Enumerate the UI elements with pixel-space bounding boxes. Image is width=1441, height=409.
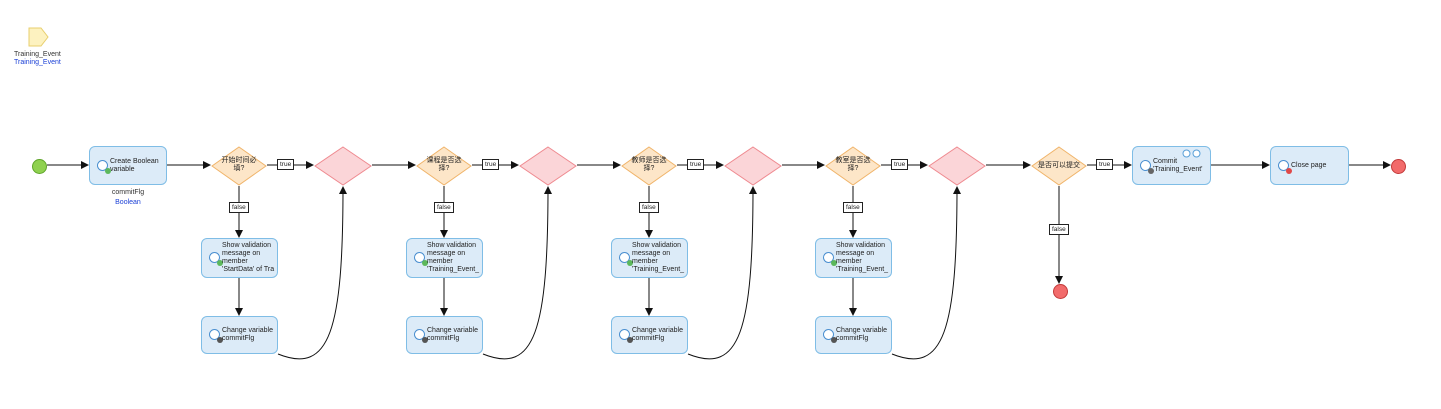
flow-change-to-merge xyxy=(482,186,552,360)
commit-icon xyxy=(1140,159,1154,174)
validation-icon xyxy=(823,252,837,266)
show-validation-activity[interactable]: Show validation message on member 'Train… xyxy=(611,238,688,278)
variable-type: Boolean xyxy=(115,199,141,206)
decision-label: 开始时间必 填? xyxy=(221,157,257,172)
activity-text: Close page xyxy=(1291,161,1327,169)
validation-icon xyxy=(619,252,633,266)
decision-diamond xyxy=(1031,146,1087,186)
change-variable-icon xyxy=(619,329,633,343)
decision-label: 教室是否选 择? xyxy=(835,157,871,172)
change-variable-icon xyxy=(209,329,223,343)
activity-text: Show validation message on member 'Train… xyxy=(836,242,889,273)
change-variable-activity[interactable]: Change variable commitFlg xyxy=(201,316,278,354)
parameter-type: Training_Event xyxy=(14,59,61,66)
false-label: false xyxy=(229,202,249,213)
start-event[interactable] xyxy=(32,159,47,174)
decision-label: 教师是否选 择? xyxy=(631,157,667,172)
activity-text: Commit 'Training_Event' xyxy=(1153,157,1203,173)
activity-text: Change variable commitFlg xyxy=(427,327,478,342)
merge[interactable] xyxy=(724,146,782,186)
merge[interactable] xyxy=(519,146,577,186)
variable-name: commitFlg xyxy=(111,189,145,196)
false-label: false xyxy=(1049,224,1069,235)
event-refresh-icon xyxy=(1182,149,1201,158)
merge-diamond xyxy=(314,146,372,186)
decision-label: 课程是否选 择? xyxy=(426,157,462,172)
end-event[interactable] xyxy=(1391,159,1406,174)
merge-diamond xyxy=(519,146,577,186)
show-validation-activity[interactable]: Show validation message on member 'Train… xyxy=(815,238,892,278)
activity-text: Create Boolean variable xyxy=(110,157,159,173)
activity-text: Change variable commitFlg xyxy=(222,327,273,342)
final-decision[interactable]: 是否可以提交 xyxy=(1031,146,1087,186)
activity-text: Change variable commitFlg xyxy=(632,327,683,342)
false-label: false xyxy=(843,202,863,213)
decision-diamond xyxy=(416,146,472,186)
decision[interactable]: 课程是否选 择? xyxy=(416,146,472,186)
activity-text: Show validation message on member 'Train… xyxy=(632,242,685,273)
true-label: true xyxy=(891,159,909,170)
flow-change-to-merge xyxy=(891,186,961,360)
change-variable-icon xyxy=(414,329,428,343)
merge-diamond xyxy=(928,146,986,186)
decision-label: 是否可以提交 xyxy=(1038,162,1080,169)
decision-diamond xyxy=(825,146,881,186)
close-page-activity[interactable]: Close page xyxy=(1270,146,1349,185)
activity-text: Show validation message on member 'Train… xyxy=(427,242,480,273)
decision[interactable]: 教室是否选 择? xyxy=(825,146,881,186)
flow-change-to-merge xyxy=(687,186,757,360)
validation-icon xyxy=(414,252,428,266)
parameter-icon xyxy=(28,27,49,47)
end-event-false[interactable] xyxy=(1053,284,1068,299)
flow-change-to-merge xyxy=(277,186,347,360)
decision-diamond xyxy=(211,146,267,186)
merge[interactable] xyxy=(314,146,372,186)
show-validation-activity[interactable]: Show validation message on member 'Start… xyxy=(201,238,278,278)
merge-diamond xyxy=(724,146,782,186)
true-label: true xyxy=(687,159,705,170)
commit-activity[interactable]: Commit 'Training_Event' xyxy=(1132,146,1211,185)
create-variable-icon xyxy=(97,159,111,174)
validation-icon xyxy=(209,252,223,266)
decision[interactable]: 教师是否选 择? xyxy=(621,146,677,186)
change-variable-activity[interactable]: Change variable commitFlg xyxy=(406,316,483,354)
input-parameter[interactable]: Training_Event Training_Event xyxy=(14,27,74,66)
false-label: false xyxy=(434,202,454,213)
decision[interactable]: 开始时间必 填? xyxy=(211,146,267,186)
true-label: true xyxy=(482,159,500,170)
decision-diamond xyxy=(621,146,677,186)
true-label: true xyxy=(277,159,295,170)
change-variable-icon xyxy=(823,329,837,343)
parameter-name: Training_Event xyxy=(14,51,61,58)
change-variable-activity[interactable]: Change variable commitFlg xyxy=(815,316,892,354)
change-variable-activity[interactable]: Change variable commitFlg xyxy=(611,316,688,354)
true-label: true xyxy=(1096,159,1114,170)
close-page-icon xyxy=(1278,159,1292,174)
false-label: false xyxy=(639,202,659,213)
show-validation-activity[interactable]: Show validation message on member 'Train… xyxy=(406,238,483,278)
merge[interactable] xyxy=(928,146,986,186)
create-variable-activity[interactable]: Create Boolean variable xyxy=(89,146,167,185)
activity-text: Show validation message on member 'Start… xyxy=(222,242,275,273)
activity-text: Change variable commitFlg xyxy=(836,327,887,342)
